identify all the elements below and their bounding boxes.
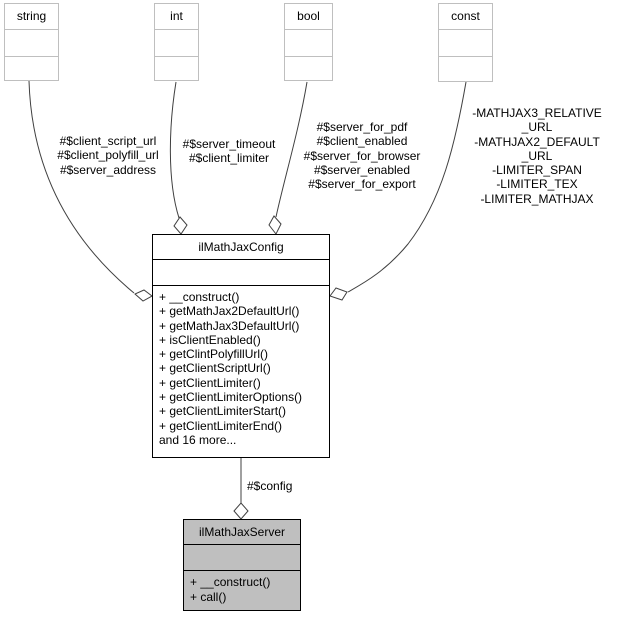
aggregation-diamond-string [134, 289, 153, 302]
text-line: -MATHJAX3_RELATIVE [472, 106, 602, 120]
text-line: + getClientScriptUrl() [159, 361, 271, 376]
text-line: -MATHJAX2_DEFAULT [474, 134, 600, 149]
class-node-ilMathJaxConfig[interactable]: ilMathJaxConfig + __construct()+ getMath… [152, 234, 330, 458]
text-line: -LIMITER_MATHJAX [480, 191, 594, 206]
edge-bool-to-config [275, 81, 308, 218]
text-line: #$client_polyfill_url [57, 148, 159, 163]
text-line: + __construct() [190, 575, 271, 589]
class-title: string [5, 4, 58, 30]
class-title: int [155, 4, 198, 30]
attributes-compartment [155, 30, 198, 57]
text-line: + getClientLimiterStart() [159, 404, 287, 419]
edge-label-int-to-config: #$server_timeout#$client_limiter [183, 137, 276, 166]
text-line: + getClientLimiter() [159, 375, 261, 390]
class-title: ilMathJaxConfig [153, 235, 329, 260]
methods-compartment [285, 57, 332, 80]
text-line: #$server_for_export [308, 177, 416, 192]
attributes-compartment [439, 30, 492, 57]
class-title: ilMathJaxServer [184, 520, 300, 545]
methods-compartment [439, 57, 492, 81]
text-line: #$server_for_pdf [316, 120, 408, 134]
text-line: + call() [190, 590, 227, 604]
text-line: _URL [521, 148, 553, 163]
text-line: + __construct() [159, 290, 240, 304]
class-node-string: string [4, 3, 59, 81]
text-line: #$client_enabled [316, 134, 408, 149]
aggregation-diamond-const [329, 287, 348, 301]
methods-compartment: + __construct()+ call() [184, 571, 300, 610]
text-line: + getClientLimiterOptions() [159, 390, 303, 405]
aggregation-diamond-bool [268, 215, 282, 235]
text-line: + getMathJax2DefaultUrl() [159, 304, 300, 319]
attributes-compartment [184, 545, 300, 571]
edge-const-to-config [347, 81, 467, 293]
text-line: #$client_script_url [59, 134, 157, 148]
aggregation-diamond-int [173, 216, 188, 235]
edge-label-bool-to-config: #$server_for_pdf#$client_enabled#$server… [304, 120, 421, 191]
text-line: + getClintPolyfillUrl() [159, 347, 269, 362]
text-line: + getClientLimiterEnd() [159, 418, 283, 433]
aggregation-diamond-config [233, 502, 249, 520]
text-line: + isClientEnabled() [159, 332, 261, 347]
methods-compartment [155, 57, 198, 80]
text-line: #$server_address [59, 162, 157, 177]
class-node-ilMathJaxServer[interactable]: ilMathJaxServer + __construct()+ call() [183, 519, 301, 611]
text-line: -LIMITER_TEX [496, 177, 578, 192]
text-line: #$server_enabled [313, 162, 411, 177]
edge-string-to-config [28, 80, 135, 294]
class-node-const: const [438, 3, 493, 82]
text-line: #$client_limiter [188, 151, 270, 166]
text-line: -LIMITER_SPAN [492, 163, 582, 178]
edge-label-string-to-config: #$client_script_url#$client_polyfill_url… [57, 134, 158, 177]
methods-compartment [5, 57, 58, 80]
edge-int-to-config [169, 81, 180, 219]
attributes-compartment [5, 30, 58, 57]
class-node-bool: bool [284, 3, 333, 81]
class-title: const [439, 4, 492, 30]
text-line: _URL [521, 120, 553, 135]
attributes-compartment [153, 260, 329, 286]
edge-label-const-to-config: -MATHJAX3_RELATIVE_URL-MATHJAX2_DEFAULT_… [472, 106, 602, 206]
class-title: bool [285, 4, 332, 30]
edge-label-config-to-server: #$config [247, 479, 293, 493]
methods-compartment: + __construct()+ getMathJax2DefaultUrl()… [153, 286, 329, 457]
text-line: and 16 more... [159, 432, 237, 447]
text-line: #$server_for_browser [303, 148, 421, 163]
class-node-int: int [154, 3, 199, 81]
text-line: + getMathJax3DefaultUrl() [159, 318, 300, 333]
text-line: #$server_timeout [182, 137, 276, 151]
attributes-compartment [285, 30, 332, 57]
